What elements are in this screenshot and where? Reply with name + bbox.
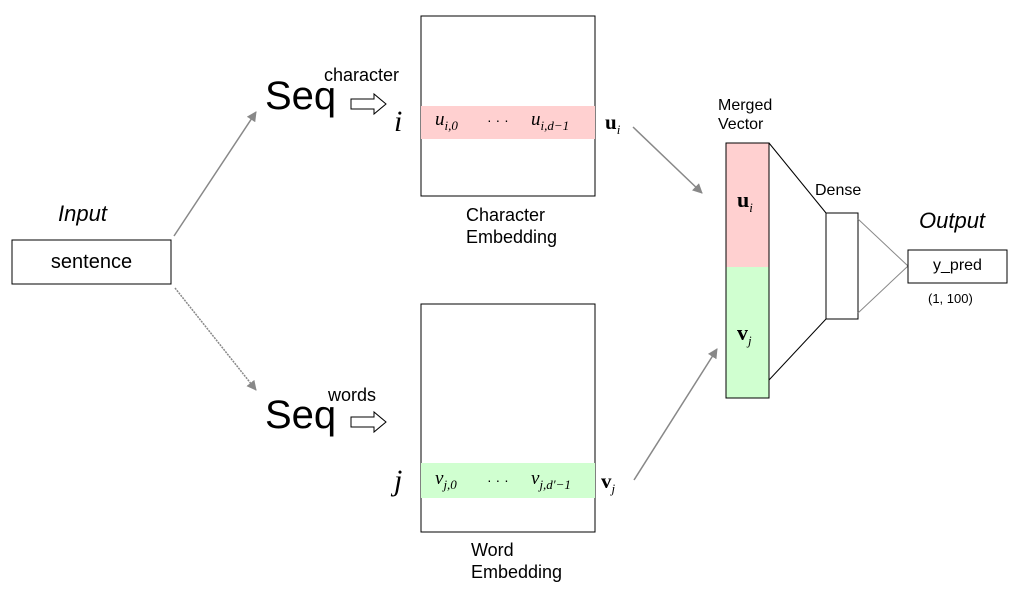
word-embedding-caption: Word Embedding (471, 540, 563, 582)
char-embedding-row-highlight (421, 106, 595, 139)
output-box-text: y_pred (933, 257, 982, 274)
dense-layer-box (825, 212, 859, 320)
word-vector-label: vj (601, 469, 616, 496)
output-shape: (1, 100) (928, 291, 973, 306)
input-box-text: sentence (50, 251, 133, 273)
char-row-ellipsis: · · · (487, 112, 509, 128)
arrow-input-to-word-seq (174, 287, 257, 391)
input-box (11, 239, 172, 285)
output-title: Output (919, 208, 986, 233)
char-vector-label: ui (605, 110, 621, 137)
dense-label: Dense (815, 182, 862, 199)
word-seq-label: Seq (265, 393, 337, 437)
merged-to-dense-top-line (768, 142, 827, 214)
char-embedding-caption: Character Embedding (466, 205, 558, 247)
word-seq-superscript: words (328, 385, 377, 405)
merged-to-dense-bottom-line (768, 318, 827, 381)
hollow-arrow-word (350, 410, 387, 434)
dense-to-output-bottom-line (857, 265, 909, 314)
word-row-last-cell: vj,d′−1 (531, 468, 571, 492)
word-row-ellipsis: · · · (487, 472, 509, 488)
input-title: Input (58, 201, 107, 226)
arrow-char-vector-to-merged (632, 126, 703, 194)
merged-vector-bottom-segment (726, 267, 769, 398)
merged-vector-title: Merged Vector (718, 97, 773, 133)
arrow-word-vector-to-merged (633, 348, 718, 481)
char-row-index: i (394, 105, 403, 138)
char-row-last-cell: ui,d−1 (531, 109, 570, 133)
dense-to-output-top-line (857, 218, 909, 267)
word-row-index: j (394, 464, 403, 497)
merged-vector-outline (725, 142, 770, 399)
arrow-input-to-char-seq (173, 111, 257, 237)
word-embedding-row-highlight (421, 463, 595, 498)
output-box (907, 249, 1008, 284)
word-row-first-cell: vj,0 (435, 468, 457, 492)
hollow-arrow-char (350, 92, 387, 116)
char-seq-label: Seq (265, 74, 337, 118)
merged-bottom-label: vj (737, 320, 752, 348)
merged-top-label: ui (737, 187, 753, 215)
char-seq-superscript: character (324, 65, 400, 85)
merged-vector-top-segment (726, 143, 769, 267)
char-row-first-cell: ui,0 (435, 109, 458, 133)
